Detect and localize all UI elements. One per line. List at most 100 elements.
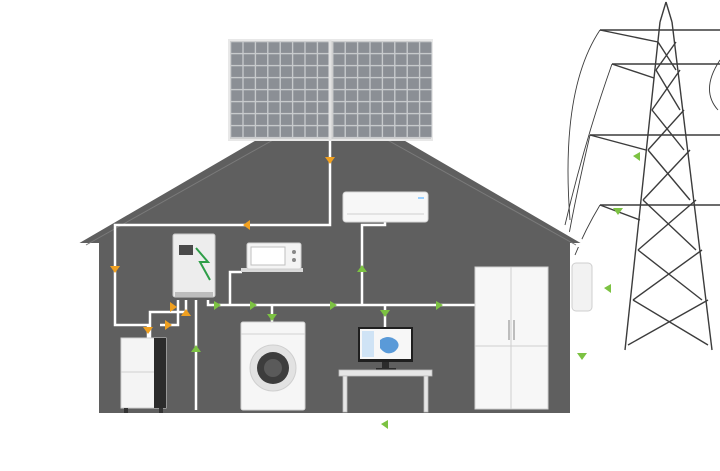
solar-cell [370, 101, 383, 114]
power-pylon-icon [564, 1, 720, 351]
solar-cell [292, 113, 305, 126]
solar-cell [305, 125, 318, 138]
solar-cell [407, 89, 420, 102]
solar-flow-arrows [110, 157, 335, 334]
solar-cell [255, 89, 268, 102]
solar-cell [255, 101, 268, 114]
solar-cell [305, 101, 318, 114]
solar-cell [305, 53, 318, 66]
solar-cell [419, 89, 432, 102]
solar-cell [305, 113, 318, 126]
solar-cell [230, 65, 243, 78]
microwave-icon [241, 242, 303, 272]
solar-cell [394, 125, 408, 138]
solar-cell [255, 113, 268, 126]
solar-cell [419, 53, 432, 66]
computer-monitor-icon [358, 327, 413, 370]
solar-cell [332, 77, 346, 90]
solar-cell [382, 101, 395, 114]
solar-cell [267, 125, 281, 138]
solar-cell [345, 53, 358, 66]
solar-cell [230, 77, 243, 90]
solar-cell [292, 41, 305, 54]
solar-cell [394, 77, 408, 90]
solar-cell [267, 65, 281, 78]
solar-cell [317, 125, 330, 138]
solar-cell [419, 41, 432, 54]
solar-cell [267, 41, 281, 54]
solar-cell [317, 65, 330, 78]
solar-cell [370, 53, 383, 66]
electric-meter-icon [571, 262, 593, 312]
solar-cell [243, 41, 256, 54]
solar-cell [370, 65, 383, 78]
solar-cell [382, 125, 395, 138]
solar-cell [317, 101, 330, 114]
solar-cell [345, 125, 358, 138]
washing-machine-icon [240, 321, 306, 411]
solar-cell [370, 41, 383, 54]
solar-cell [317, 89, 330, 102]
solar-cell [292, 53, 305, 66]
solar-cell [345, 113, 358, 126]
solar-cell [267, 113, 281, 126]
solar-cell [292, 125, 305, 138]
solar-cell [280, 41, 293, 54]
solar-cell [267, 89, 281, 102]
solar-cell [317, 77, 330, 90]
solar-cell [419, 65, 432, 78]
solar-cell [332, 53, 346, 66]
air-conditioner-icon [342, 191, 429, 223]
solar-cell [407, 101, 420, 114]
solar-cell [332, 89, 346, 102]
solar-cell [357, 125, 370, 138]
solar-cell [332, 41, 346, 54]
solar-cell [419, 101, 432, 114]
solar-cell [332, 125, 346, 138]
solar-cell [345, 89, 358, 102]
solar-cell [230, 113, 243, 126]
solar-cell [255, 41, 268, 54]
solar-cell [255, 125, 268, 138]
solar-cell [419, 125, 432, 138]
solar-cell [345, 77, 358, 90]
solar-cell [230, 53, 243, 66]
solar-cell [357, 53, 370, 66]
solar-cell [382, 77, 395, 90]
solar-cell [317, 113, 330, 126]
solar-cell [357, 89, 370, 102]
solar-cell [419, 77, 432, 90]
solar-cell [280, 89, 293, 102]
solar-cell [230, 89, 243, 102]
solar-cell [394, 113, 408, 126]
solar-cell [292, 65, 305, 78]
solar-cell [280, 53, 293, 66]
hybrid-inverter-icon [172, 233, 216, 298]
solar-cell [332, 113, 346, 126]
solar-cell [345, 65, 358, 78]
solar-cell [357, 65, 370, 78]
solar-cell [407, 53, 420, 66]
solar-cell [243, 101, 256, 114]
solar-cell [382, 89, 395, 102]
solar-cell [394, 41, 408, 54]
solar-cell [357, 113, 370, 126]
solar-cell [407, 77, 420, 90]
solar-cell [332, 65, 346, 78]
grid-flow-arrows [191, 152, 640, 429]
solar-cell [370, 89, 383, 102]
solar-cell [230, 41, 243, 54]
solar-cell [280, 125, 293, 138]
solar-cell [382, 113, 395, 126]
solar-cell [305, 41, 318, 54]
solar-cell [243, 77, 256, 90]
solar-cell [357, 41, 370, 54]
solar-cell [243, 53, 256, 66]
solar-cell [407, 65, 420, 78]
solar-cell [407, 113, 420, 126]
solar-cell [292, 89, 305, 102]
solar-cell [243, 113, 256, 126]
solar-cell [255, 77, 268, 90]
solar-cell [292, 77, 305, 90]
